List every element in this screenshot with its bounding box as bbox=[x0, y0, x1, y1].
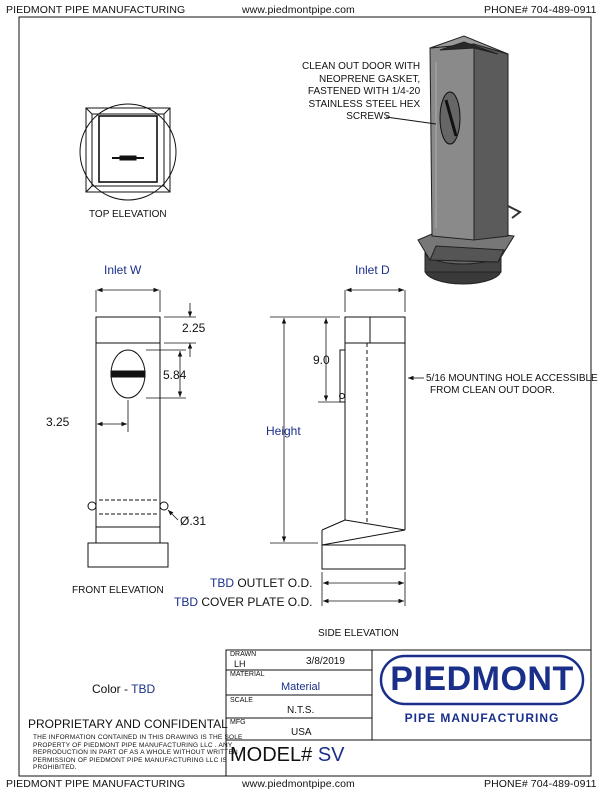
height-label: Height bbox=[266, 424, 301, 438]
notice-line: THE INFORMATION CONTAINED IN THIS DRAWIN… bbox=[33, 734, 243, 741]
header-website[interactable]: www.piedmontpipe.com bbox=[242, 4, 355, 16]
color-label: Color - bbox=[92, 682, 132, 696]
front-dimension-lines bbox=[95, 287, 196, 535]
side-elevation-label: SIDE ELEVATION bbox=[318, 628, 399, 639]
top-elevation-label: TOP ELEVATION bbox=[89, 209, 167, 220]
drawn-by: LH bbox=[234, 659, 246, 669]
inlet-d-label: Inlet D bbox=[355, 263, 390, 277]
header-company: PIEDMONT PIPE MANUFACTURING bbox=[6, 4, 186, 16]
drawn-label: DRAWN bbox=[230, 651, 257, 658]
logo-main-text: PIEDMONT bbox=[390, 660, 574, 698]
callout-line: CLEAN OUT DOOR WITH bbox=[302, 61, 421, 72]
top-elevation-view bbox=[79, 103, 177, 201]
notice-line: REPRODUCTION IN PART OF AS A WHOLE WITHO… bbox=[33, 749, 238, 756]
outlet-od-dimension: TBD OUTLET O.D. bbox=[210, 576, 312, 590]
outlet-od-value: TBD bbox=[210, 576, 234, 590]
model-label: MODEL# bbox=[230, 744, 313, 766]
proprietary-title: PROPRIETARY AND CONFIDENTAL bbox=[28, 717, 228, 731]
outlet-od-label: OUTLET O.D. bbox=[237, 576, 313, 590]
callout-line: STAINLESS STEEL HEX bbox=[308, 98, 421, 110]
dim-9-0: 9.0 bbox=[313, 353, 330, 367]
inlet-w-label: Inlet W bbox=[104, 263, 142, 277]
front-elevation-view bbox=[87, 316, 169, 568]
logo-sub-text: PIPE MANUFACTURING bbox=[404, 711, 560, 725]
side-elevation-view bbox=[321, 316, 406, 570]
cover-plate-label: COVER PLATE O.D. bbox=[201, 595, 313, 609]
drawing-date: 3/8/2019 bbox=[306, 656, 345, 667]
clean-out-door-callout: CLEAN OUT DOOR WITH NEOPRENE GASKET, FAS… bbox=[302, 61, 420, 124]
mfg-label: MFG bbox=[230, 719, 246, 726]
material-label: MATERIAL bbox=[230, 671, 265, 678]
footer-company: PIEDMONT PIPE MANUFACTURING bbox=[6, 778, 186, 790]
footer-website[interactable]: www.piedmontpipe.com bbox=[242, 778, 355, 790]
callout-line: FASTENED WITH 1/4-20 bbox=[307, 86, 421, 97]
model-value: SV bbox=[317, 744, 345, 766]
mfg-value: USA bbox=[291, 727, 312, 738]
material-value: Material bbox=[281, 681, 321, 693]
isometric-view bbox=[417, 35, 522, 285]
notice-line: PROHIBITED. bbox=[33, 764, 77, 771]
dim-hole-diameter: Ø.31 bbox=[180, 514, 207, 528]
front-elevation-label: FRONT ELEVATION bbox=[72, 585, 164, 596]
cover-plate-value: TBD bbox=[174, 595, 198, 609]
notice-line: PROPERTY OF PIEDMONT PIPE MANUFACTURING … bbox=[33, 741, 233, 749]
scale-value: N.T.S. bbox=[287, 705, 315, 716]
header-phone: PHONE# 704-489-0911 bbox=[484, 4, 597, 16]
footer-phone: PHONE# 704-489-0911 bbox=[484, 778, 597, 790]
color-value: TBD bbox=[131, 682, 156, 696]
callout-line: FROM CLEAN OUT DOOR. bbox=[430, 385, 555, 396]
dim-5-84: 5.84 bbox=[163, 368, 187, 382]
cover-plate-dimension: TBD COVER PLATE O.D. bbox=[174, 595, 312, 609]
proprietary-notice: THE INFORMATION CONTAINED IN THIS DRAWIN… bbox=[33, 734, 243, 772]
dim-2-25: 2.25 bbox=[182, 321, 206, 335]
callout-line: NEOPRENE GASKET, bbox=[319, 73, 421, 85]
dim-3-25: 3.25 bbox=[46, 415, 70, 429]
callout-line: 5/16 MOUNTING HOLE ACCESSIBLE bbox=[426, 373, 598, 384]
clean-out-leader bbox=[385, 116, 437, 125]
model-number: MODEL# SV bbox=[230, 744, 345, 767]
notice-line: PERMISSION OF PIEDMONT PIPE MANUFACTURIN… bbox=[33, 756, 228, 764]
title-block bbox=[225, 649, 592, 777]
color-spec: Color - TBD bbox=[92, 682, 155, 696]
side-dimension-lines bbox=[270, 287, 424, 606]
mounting-hole-callout: 5/16 MOUNTING HOLE ACCESSIBLE FROM CLEAN… bbox=[426, 373, 598, 397]
scale-label: SCALE bbox=[230, 697, 253, 704]
callout-line: SCREWS bbox=[346, 111, 391, 122]
